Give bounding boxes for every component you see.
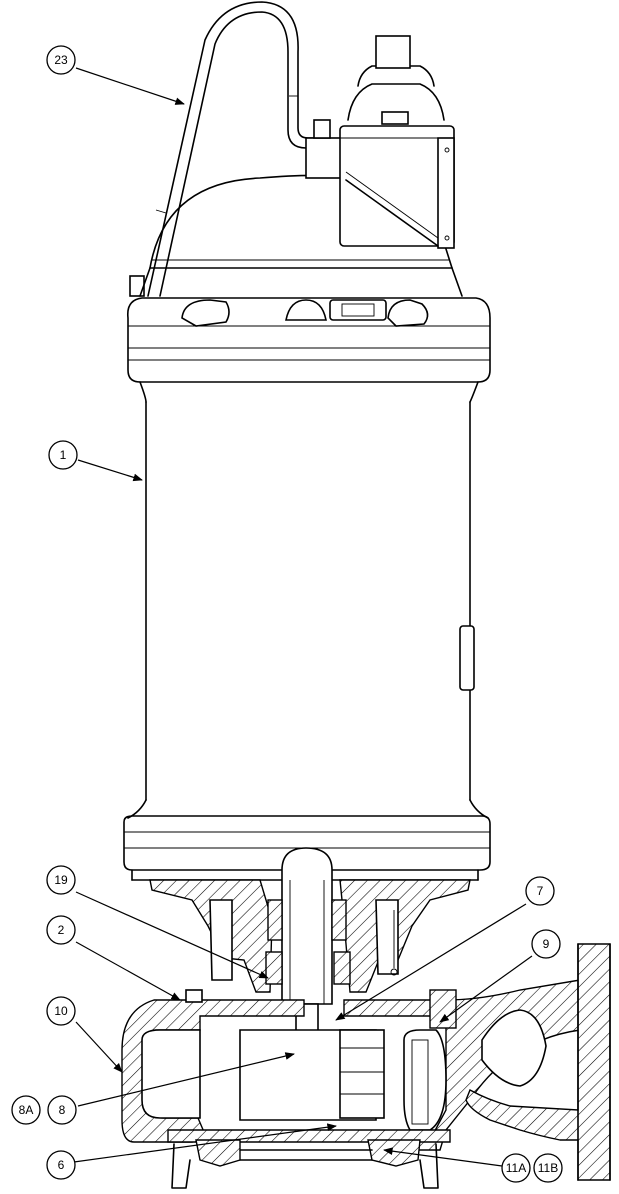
callout-7: 7 [525, 876, 555, 906]
callout-23-label: 23 [54, 53, 68, 67]
callout-19: 19 [46, 865, 76, 895]
lifting-handle [129, 1, 321, 297]
callout-11b-label: 11B [538, 1161, 558, 1175]
callout-11a: 11A [501, 1153, 531, 1183]
callout-11a-label: 11A [506, 1161, 526, 1175]
upper-motor-flange [126, 297, 491, 403]
callout-8: 8 [47, 1095, 77, 1125]
callout-23: 23 [46, 45, 76, 75]
callout-2: 2 [46, 915, 76, 945]
callout-6-label: 6 [58, 1158, 65, 1172]
volute-casing [121, 943, 611, 1181]
callout-19-label: 19 [54, 873, 68, 887]
callout-6: 6 [46, 1150, 76, 1180]
seal-housing-section [149, 847, 471, 1071]
callout-9: 9 [531, 929, 561, 959]
motor-housing [127, 401, 489, 819]
callout-7-label: 7 [537, 884, 544, 898]
callout-8a: 8A [11, 1095, 41, 1125]
callout-10-label: 10 [54, 1004, 68, 1018]
callout-1: 1 [48, 440, 78, 470]
callout-10: 10 [46, 996, 76, 1026]
callout-1-label: 1 [60, 448, 67, 462]
leader-lines [73, 67, 533, 1167]
callout-11b: 11B [533, 1153, 563, 1183]
callout-2-label: 2 [58, 923, 65, 937]
callout-8-label: 8 [59, 1103, 66, 1117]
callout-8a-label: 8A [19, 1103, 34, 1117]
motor-top-cover [139, 35, 463, 297]
callout-9-label: 9 [543, 937, 550, 951]
